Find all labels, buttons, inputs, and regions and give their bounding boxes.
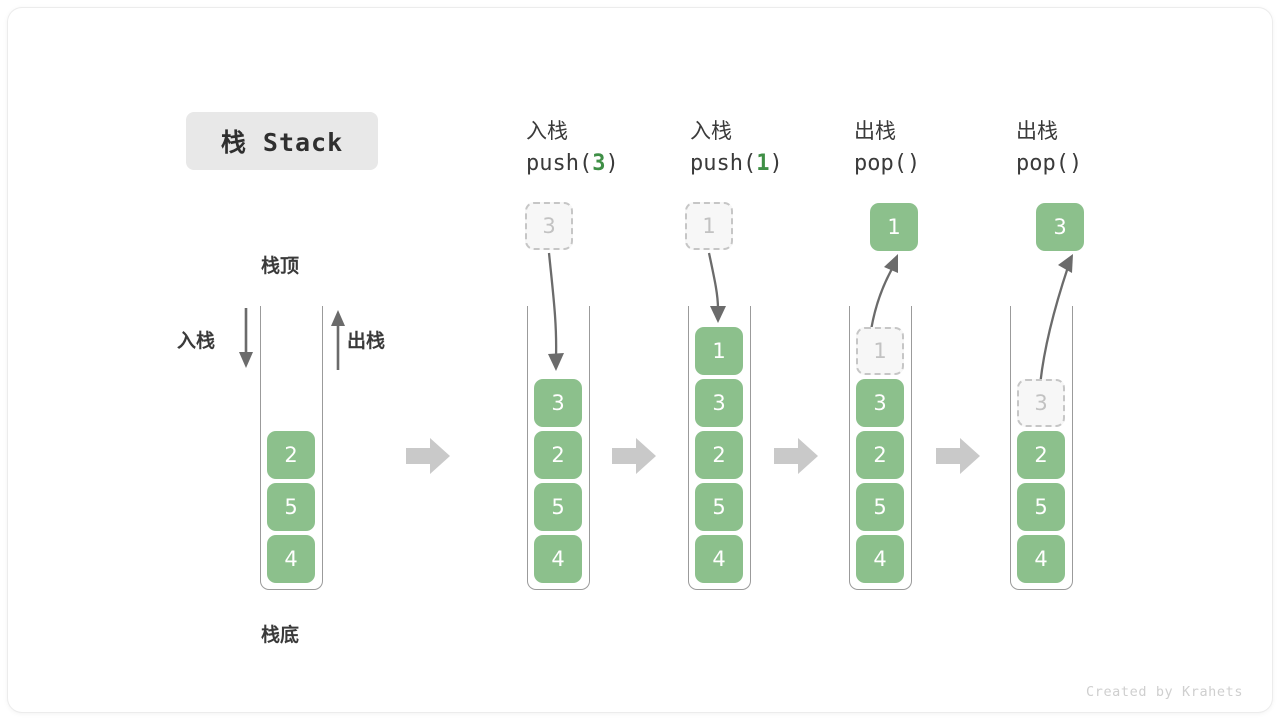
- step-header-cn: 入栈: [526, 119, 568, 143]
- stack-cell: 4: [534, 535, 582, 583]
- stack-cell: 4: [267, 535, 315, 583]
- pop-side-label: 出栈: [347, 330, 386, 352]
- flow-arrow-icon: [774, 438, 818, 474]
- stack-cell: 5: [534, 483, 582, 531]
- floating-value-box: 1: [870, 203, 918, 251]
- watermark-credit: Created by Krahets: [1086, 684, 1244, 700]
- step-header-code: push(3): [526, 151, 619, 176]
- stack-cell: 2: [856, 431, 904, 479]
- stack-cell: 5: [856, 483, 904, 531]
- stack-container-push-3: [527, 306, 590, 590]
- diagram-card: 栈 Stack 栈顶 栈底 入栈 出栈 2 5 4 入栈 push(3) 3 3…: [8, 8, 1272, 712]
- stack-cell: 2: [267, 431, 315, 479]
- stack-cell: 3: [695, 379, 743, 427]
- pop-motion-arrow-icon: [1038, 254, 1073, 387]
- push-motion-arrow-icon: [707, 252, 726, 323]
- floating-value-box: 3: [525, 202, 573, 250]
- stack-cell-ghost: 1: [856, 327, 904, 375]
- step-header-cn: 入栈: [690, 119, 732, 143]
- stack-cell: 5: [267, 483, 315, 531]
- stack-container-push-1: [688, 306, 751, 590]
- stack-cell: 3: [534, 379, 582, 427]
- step-header-cn: 出栈: [1016, 119, 1058, 143]
- stack-bottom-label: 栈底: [261, 624, 300, 646]
- flow-arrow-icon: [406, 438, 450, 474]
- push-direction-arrow-icon: [239, 308, 253, 368]
- stack-cell: 1: [695, 327, 743, 375]
- floating-value-box: 1: [685, 202, 733, 250]
- stack-cell: 4: [695, 535, 743, 583]
- flow-arrow-icon: [936, 438, 980, 474]
- stack-cell-ghost: 3: [1017, 379, 1065, 427]
- stack-container-initial: [260, 306, 323, 590]
- step-header-code: pop(): [854, 151, 921, 176]
- stack-cell: 2: [695, 431, 743, 479]
- stack-cell: 5: [1017, 483, 1065, 531]
- pop-direction-arrow-icon: [331, 310, 345, 370]
- step-header-code: push(1): [690, 151, 783, 176]
- step-header-push-1: 入栈 push(1): [690, 114, 783, 180]
- step-header-push-3: 入栈 push(3): [526, 114, 619, 180]
- stack-container-pop-3: [1010, 306, 1073, 590]
- diagram-title-chip: 栈 Stack: [186, 112, 378, 170]
- stack-cell: 2: [1017, 431, 1065, 479]
- flow-arrow-icon: [612, 438, 656, 474]
- step-header-pop-1: 出栈 pop(): [854, 114, 920, 180]
- stack-cell: 4: [1017, 535, 1065, 583]
- push-side-label: 入栈: [177, 330, 216, 352]
- stack-cell: 5: [695, 483, 743, 531]
- step-header-pop-3: 出栈 pop(): [1016, 114, 1082, 180]
- page-title: 栈 Stack: [220, 128, 344, 157]
- step-header-cn: 出栈: [854, 119, 896, 143]
- floating-value-box: 3: [1036, 203, 1084, 251]
- step-header-code: pop(): [1016, 151, 1083, 176]
- stack-cell: 3: [856, 379, 904, 427]
- stack-top-label: 栈顶: [261, 255, 300, 277]
- push-motion-arrow-icon: [547, 252, 564, 371]
- stack-cell: 4: [856, 535, 904, 583]
- stack-cell: 2: [534, 431, 582, 479]
- stack-container-pop-1: [849, 306, 912, 590]
